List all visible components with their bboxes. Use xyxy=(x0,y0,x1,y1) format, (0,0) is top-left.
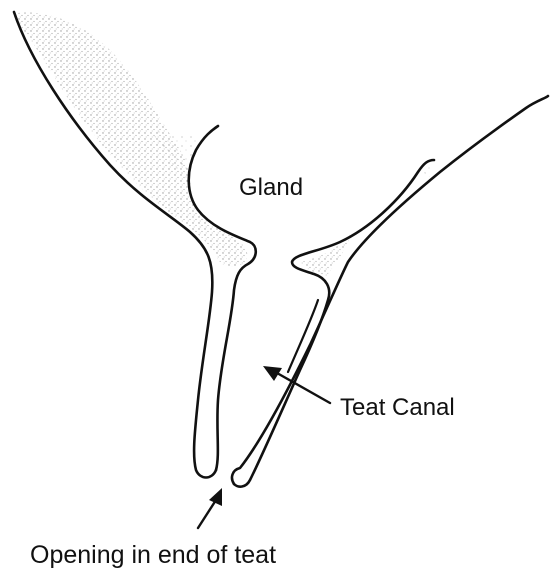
opening-arrow-head xyxy=(209,488,222,506)
inner-right-wall xyxy=(234,160,434,487)
opening-arrow-line xyxy=(198,500,216,528)
left-tissue-shading xyxy=(12,13,247,268)
gland-label: Gland xyxy=(239,174,303,201)
opening-label: Opening in end of teat xyxy=(30,541,276,569)
teat-canal-arrow-line xyxy=(277,373,330,403)
teat-canal-label: Teat Canal xyxy=(340,394,455,421)
outer-right-outline xyxy=(232,96,548,484)
